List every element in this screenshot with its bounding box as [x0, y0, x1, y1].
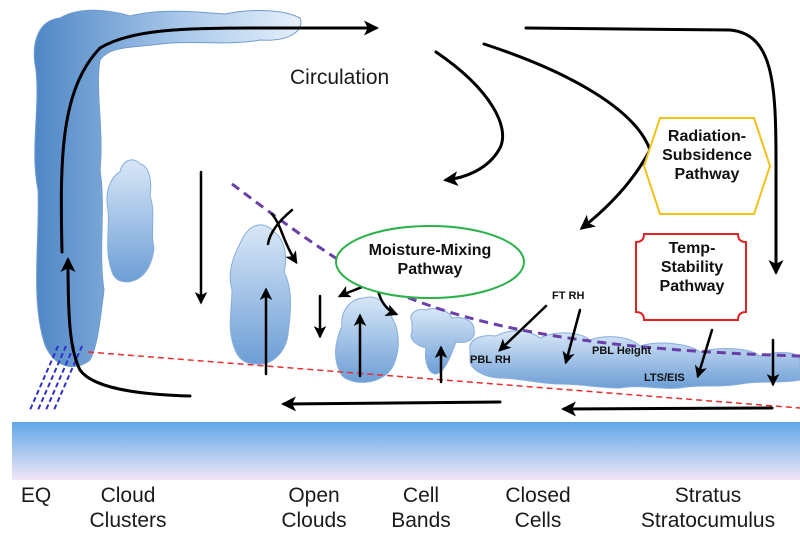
arrow-down-left	[434, 50, 505, 187]
open-clouds-line-2: Clouds	[281, 508, 347, 532]
radiation-pathway-label: Radiation- Subsidence Pathway	[648, 128, 766, 185]
arrow-top-right	[524, 26, 784, 275]
closed-cells-line-2: Cells	[514, 508, 562, 532]
temp-pathway-box	[635, 233, 747, 321]
circulation-arrows	[59, 20, 784, 417]
stratus-line-2: Stratocumulus	[640, 508, 776, 532]
cell-band-cloud	[335, 296, 399, 383]
ocean-surface	[12, 422, 800, 480]
open-clouds-label: Open Clouds	[266, 484, 362, 534]
open-cloud-shape	[229, 224, 291, 365]
arrow-down-middle	[482, 42, 652, 230]
circulation-label: Circulation	[290, 66, 390, 89]
small-cell-cloud	[410, 307, 475, 375]
moisture-line-1: Moisture-Mixing	[368, 242, 492, 259]
eq-label: EQ	[20, 484, 52, 507]
radiation-line-2: Subsidence	[662, 146, 752, 164]
arrow-ftrh	[498, 304, 548, 352]
stratus-line-1: Stratus	[674, 484, 742, 507]
closed-cells-layer	[469, 330, 800, 389]
stratus-label: Stratus Stratocumulus	[616, 484, 800, 534]
temp-pathway-label: Temp- Stability Pathway	[638, 240, 746, 297]
rain-lines	[29, 345, 83, 411]
tall-cumulus	[106, 159, 155, 283]
cloud-clusters-label: Cloud Clusters	[78, 484, 178, 534]
cell-bands-label: Cell Bands	[376, 484, 466, 534]
temp-line-3: Pathway	[659, 277, 725, 295]
vertical-arrows	[194, 170, 780, 387]
arrow-pblrh	[562, 308, 582, 365]
cloud-cluster-shape	[33, 9, 302, 368]
arrow-surface-left-1	[281, 396, 502, 412]
moisture-pathway-box	[335, 225, 525, 299]
lts-eis-label: LTS/EIS	[644, 372, 685, 384]
cell-bands-line-2: Bands	[391, 508, 451, 532]
open-clouds-line-1: Open	[288, 484, 340, 507]
arrow-mix-2	[266, 208, 294, 246]
radiation-pathway-box	[642, 117, 772, 215]
pbl-height-label: PBL Height	[592, 345, 652, 357]
radiation-line-1: Radiation-	[667, 128, 747, 145]
arrow-bottom-return	[60, 257, 192, 398]
arrow-surface-left-2	[561, 401, 774, 417]
boundary-line	[87, 351, 800, 409]
closed-cells-line-1: Closed	[505, 484, 571, 507]
pbl-rh-label: PBL RH	[470, 354, 511, 366]
temp-line-1: Temp-	[668, 240, 716, 257]
arrow-mix-1	[270, 212, 298, 265]
cloud-clusters-line-1: Cloud	[100, 484, 156, 507]
inversion-line	[231, 182, 800, 358]
moisture-line-2: Pathway	[397, 260, 463, 278]
arrow-up-left	[59, 20, 379, 254]
cell-bands-line-1: Cell	[402, 484, 440, 507]
temp-line-2: Stability	[660, 258, 724, 276]
cloud-clusters-line-2: Clusters	[89, 508, 167, 532]
arrow-lts	[694, 328, 714, 379]
ft-rh-label: FT RH	[552, 290, 585, 302]
radiation-line-3: Pathway	[674, 165, 740, 183]
moisture-pathway-label: Moisture-Mixing Pathway	[342, 242, 518, 280]
closed-cells-label: Closed Cells	[488, 484, 588, 534]
